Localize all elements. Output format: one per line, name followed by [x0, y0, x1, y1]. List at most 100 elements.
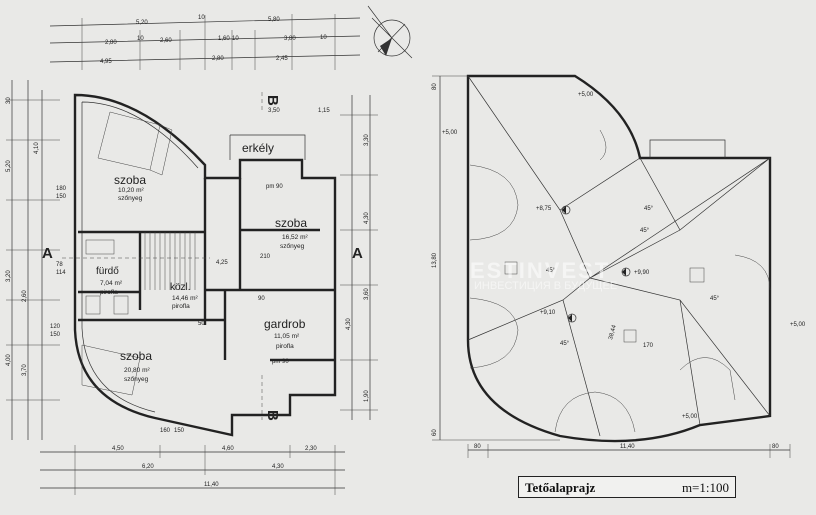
dim-misc: 210	[260, 254, 271, 260]
dim-misc: 90	[258, 296, 265, 302]
roof-elevation: +5,00	[682, 414, 698, 420]
roof-dim: 13,80	[432, 252, 438, 268]
room-area: 10,20 m²	[118, 187, 144, 194]
roof-angle: 45°	[546, 268, 556, 274]
dim-bottom1-a: 4,50	[112, 446, 124, 452]
room-name: szoba	[120, 349, 152, 363]
dim-bottom2-a: 6,20	[142, 464, 154, 470]
room-name: szoba	[275, 216, 307, 230]
dim-top2-c: 2,60	[160, 38, 172, 44]
dim-left-e: 2,60	[22, 290, 28, 302]
drawing-scale: m=1:100	[681, 480, 729, 495]
roof-angle: 45°	[640, 228, 650, 234]
section-mark-b-top: B	[264, 95, 281, 106]
room-kozl: közl. 14,46 m² pirofla	[170, 282, 198, 310]
dim-top2-e: 10	[232, 36, 239, 42]
dim-left-a: 30	[6, 97, 12, 104]
dim-top1-a: 5,20	[136, 20, 148, 26]
room-name: fürdő	[96, 266, 119, 277]
dim-misc: 180	[56, 186, 67, 192]
roof-ridge: 38,44	[608, 324, 618, 341]
room-szoba-3: szoba 20,80 m² szőnyeg	[120, 349, 152, 383]
room-floor: szőnyeg	[124, 376, 149, 383]
roof-dim: 80	[432, 83, 438, 90]
dim-misc: 4,25	[216, 260, 228, 266]
dim-left-d: 3,20	[6, 270, 12, 282]
room-floor: szőnyeg	[118, 195, 143, 202]
dim-top2-f: 3,80	[284, 36, 296, 42]
section-mark-a-left: A	[42, 245, 53, 262]
dim-left-b: 5,20	[6, 160, 12, 172]
room-szoba-1: szoba 10,20 m² szőnyeg	[114, 173, 146, 202]
roof-dim: 60	[432, 429, 438, 436]
watermark-tagline: ИНВЕСТИЦИЯ В БУДУЩЕЕ	[474, 280, 618, 292]
bottom-dimension-chains: 4,50 4,60 2,30 6,20 4,30 11,40	[40, 445, 345, 495]
roof-angle: 45°	[560, 341, 570, 347]
room-furdo: fürdő 7,04 m² pirofla	[96, 266, 123, 296]
dim-misc: 160	[160, 428, 171, 434]
watermark-brand: ESTINVEST	[470, 258, 611, 283]
title-block: Tetőalaprajz m=1:100	[518, 476, 736, 498]
dim-left-c: 4,10	[34, 142, 40, 154]
roof-elevation: +8,75	[536, 206, 552, 212]
roof-elevation: +9,90	[634, 270, 650, 276]
room-floor: szőnyeg	[280, 243, 305, 250]
dim-misc: 1,15	[318, 108, 330, 114]
dim-misc: 50	[198, 321, 205, 327]
roof-dim: 80	[772, 444, 779, 450]
dim-misc: 78	[56, 262, 63, 268]
dim-left-f: 4,00	[6, 354, 12, 366]
dim-right-e: 1,90	[364, 390, 370, 402]
dim-misc: 150	[56, 194, 67, 200]
room-area: 11,05 m²	[274, 333, 300, 340]
dim-top3-c: 2,45	[276, 56, 288, 62]
room-area: 16,52 m²	[282, 234, 308, 241]
floor-plan-walls	[62, 92, 337, 437]
room-name: közl.	[170, 282, 191, 293]
room-name: szoba	[114, 173, 146, 187]
dim-top1-b: 10	[198, 15, 205, 21]
room-szoba-2: szoba 16,52 m² szőnyeg	[275, 216, 308, 250]
roof-elevation: +5,00	[790, 322, 806, 328]
roof-angle: 45°	[644, 206, 654, 212]
dim-misc: 114	[56, 270, 66, 276]
room-floor: pirofla	[100, 289, 118, 296]
dim-right-b: 4,30	[364, 212, 370, 224]
roof-dim: 80	[474, 444, 481, 450]
dim-right-c: 3,60	[364, 288, 370, 300]
dim-misc: 120	[50, 324, 61, 330]
room-erkely: erkély	[242, 141, 274, 155]
room-area: 20,80 m²	[124, 367, 150, 374]
dim-misc: 150	[174, 428, 185, 434]
dim-top2-b: 10	[137, 36, 144, 42]
dim-misc: 150	[50, 332, 61, 338]
dim-misc: pm 90	[266, 184, 283, 190]
dim-right-d: 4,30	[346, 318, 352, 330]
elevation-markers	[561, 205, 631, 323]
dim-top1-c: 5,80	[268, 17, 280, 23]
drawing-title: Tetőalaprajz	[525, 480, 596, 495]
dim-bottom1-c: 2,30	[305, 446, 317, 452]
room-name: erkély	[242, 141, 274, 155]
dim-top3-b: 2,80	[212, 56, 224, 62]
room-name: gardrob	[264, 317, 306, 331]
dim-misc: 3,50	[268, 108, 280, 114]
roof-dim: 11,40	[620, 444, 635, 450]
top-dimension-chains: 5,20 10 5,80 2,80 10 2,60 1,60 10 3,80 1…	[49, 14, 361, 70]
room-floor: pirofla	[276, 343, 294, 350]
right-dimension-chains: 3,30 4,30 3,60 4,30 1,90	[340, 95, 378, 420]
section-mark-a-right: A	[352, 245, 363, 262]
dim-bottom2-b: 4,30	[272, 464, 284, 470]
dim-bottom3-a: 11,40	[204, 482, 219, 488]
dim-bottom1-b: 4,60	[222, 446, 234, 452]
room-floor: pirofla	[172, 303, 190, 310]
dim-top2-a: 2,80	[105, 40, 117, 46]
section-mark-b-bottom: B	[264, 410, 281, 421]
roof-labels: +5,00 +5,00 +5,00 +5,00 +8,75 +9,90 +9,1…	[432, 83, 806, 450]
roof-angle: 45°	[710, 296, 720, 302]
roof-elevation: +5,00	[442, 130, 458, 136]
dim-right-a: 3,30	[364, 134, 370, 146]
dim-top2-d: 1,60	[218, 36, 230, 42]
